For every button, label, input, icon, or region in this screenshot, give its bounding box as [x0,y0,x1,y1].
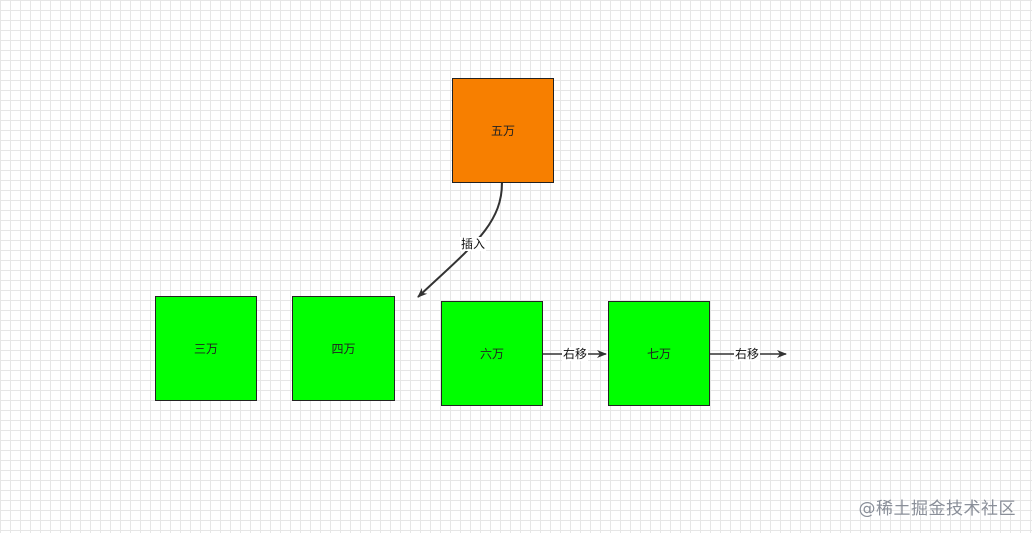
node-si-wan: 四万 [292,296,395,401]
node-liu-wan: 六万 [441,301,543,406]
node-san-wan: 三万 [155,296,257,401]
shift-label-2: 右移 [734,347,761,361]
insert-label: 插入 [460,237,487,251]
shift-label-1: 右移 [562,347,589,361]
node-qi-wan: 七万 [608,301,710,406]
watermark: @稀土掘金技术社区 [858,499,1016,519]
node-wu-wan: 五万 [452,78,554,183]
